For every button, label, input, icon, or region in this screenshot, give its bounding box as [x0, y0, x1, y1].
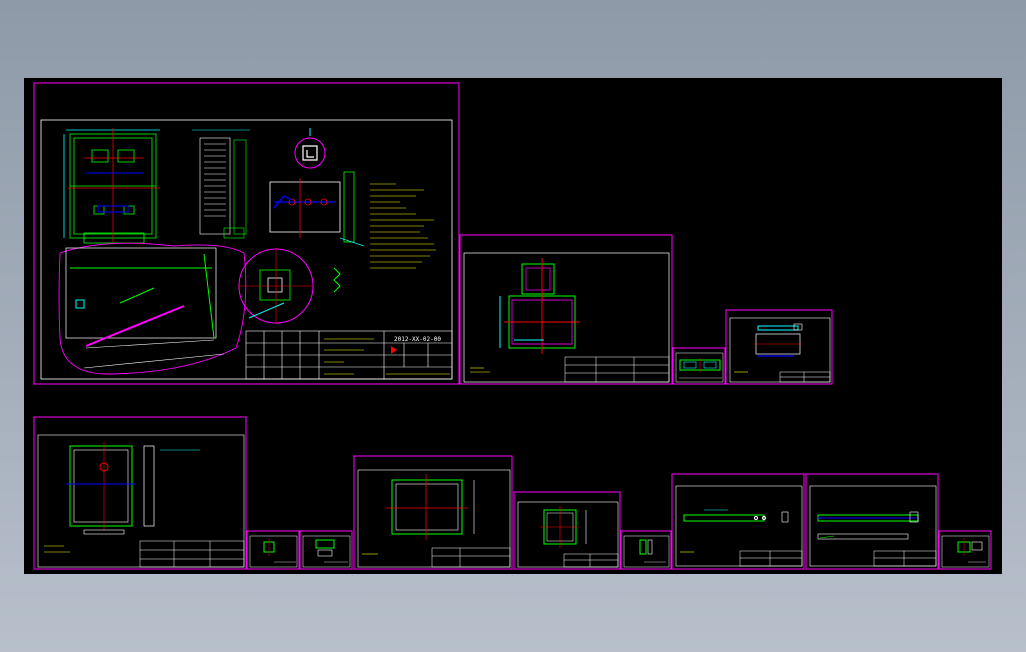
long-section-view — [58, 242, 247, 375]
section-view — [269, 171, 365, 247]
sheet-small-5[interactable] — [938, 530, 992, 570]
sheet-border — [805, 473, 939, 570]
cad-model-space[interactable]: 2012-XX-02-00 — [24, 78, 1002, 574]
sheet-border — [353, 455, 513, 570]
sheet-small-2[interactable] — [246, 530, 300, 570]
front-view-hidden — [86, 172, 144, 213]
sheet-border — [938, 530, 992, 570]
sheet-border — [33, 416, 247, 570]
sheet-plate-1[interactable] — [459, 234, 673, 385]
sheet-main-assembly[interactable]: 2012-XX-02-00 — [33, 82, 460, 385]
sheet-panel[interactable] — [33, 416, 247, 570]
sheet-small-4[interactable] — [620, 530, 672, 570]
sheet-bracket[interactable] — [725, 309, 833, 385]
detail-view-circle-top — [294, 128, 326, 169]
title-block — [245, 330, 453, 380]
sheet-border — [246, 530, 300, 570]
drawing-frame — [463, 252, 670, 383]
front-view-centerlines — [68, 128, 160, 242]
sheet-border — [672, 347, 726, 385]
detail-view-circle-bottom — [238, 248, 341, 324]
sheet-border — [620, 530, 672, 570]
sheet-plate-2[interactable] — [353, 455, 513, 570]
sheet-small-1[interactable] — [672, 347, 726, 385]
sheet-border — [671, 473, 805, 570]
sheet-small-3[interactable] — [299, 530, 353, 570]
sheet-border — [299, 530, 353, 570]
sheet-bar-1[interactable] — [671, 473, 805, 570]
sheet-plate-3[interactable] — [513, 491, 621, 570]
drawing-number: 2012-XX-02-00 — [394, 336, 441, 343]
technical-notes — [370, 183, 436, 269]
side-view — [192, 129, 250, 239]
sheet-border — [33, 82, 460, 385]
sheet-border — [513, 491, 621, 570]
sheet-bar-2[interactable] — [805, 473, 939, 570]
sheet-border — [725, 309, 833, 385]
sheet-border — [459, 234, 673, 385]
front-view — [63, 129, 160, 244]
